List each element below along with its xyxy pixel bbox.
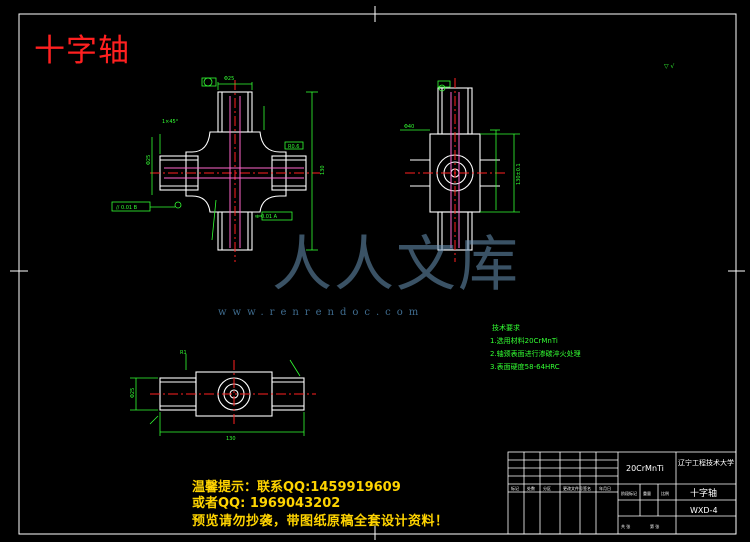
svg-text:年月日: 年月日 <box>599 485 611 491</box>
svg-text:R1: R1 <box>180 350 187 356</box>
svg-text:标记: 标记 <box>511 485 519 491</box>
svg-text:130: 130 <box>320 165 326 175</box>
svg-text:重量: 重量 <box>643 490 651 496</box>
svg-text:共 张: 共 张 <box>621 523 630 529</box>
svg-text:更改文件号: 更改文件号 <box>563 485 583 491</box>
front-view: Φ25 ⊥ 0.01 A // 0.01 B R0.6 1×45° Φ25 13… <box>111 76 326 262</box>
drawing-title: 十字轴 <box>34 33 130 69</box>
title-block-material: 20CrMnTi <box>626 464 664 473</box>
svg-text:签名: 签名 <box>583 485 591 491</box>
svg-text:分区: 分区 <box>543 485 551 491</box>
bottom-view: 130 Φ25 R1 <box>130 350 316 442</box>
svg-text:第 张: 第 张 <box>650 523 659 529</box>
svg-text:Φ25: Φ25 <box>130 388 136 398</box>
notice-line-3: 预览请勿抄袭，带图纸原稿全套设计资料！ <box>192 514 449 529</box>
title-block-school: 辽宁工程技术大学 <box>678 459 734 467</box>
technical-requirements: 技术要求 1.选用材料20CrMnTi 2.轴颈表面进行渗碳淬火处理 3.表面硬… <box>490 322 581 374</box>
watermark-brand: 人人文库 <box>272 230 520 300</box>
svg-text:⊥ 0.01 A: ⊥ 0.01 A <box>255 214 278 220</box>
svg-text:阶段标记: 阶段标记 <box>621 490 637 496</box>
svg-text:比例: 比例 <box>661 490 669 496</box>
tech-req-item: 3.表面硬度58-64HRC <box>490 363 560 371</box>
drawing-border <box>10 6 745 540</box>
svg-text:Φ25: Φ25 <box>146 155 152 165</box>
roughness-symbol: ▽ √ <box>664 63 675 70</box>
tech-req-item: 1.选用材料20CrMnTi <box>490 337 558 345</box>
title-block-drawing-no: WXD-4 <box>690 506 718 515</box>
notice-line-2: 或者QQ: 1969043202 <box>192 496 341 511</box>
side-view: Φ40 130±0.1 <box>400 78 522 262</box>
notice-line-1: 温馨提示：联系QQ:1459919609 <box>192 480 401 495</box>
watermark-url: www.renrendoc.com <box>218 307 425 318</box>
svg-text:Φ40: Φ40 <box>404 124 414 130</box>
title-block-part-name: 十字轴 <box>690 489 718 499</box>
svg-text:1×45°: 1×45° <box>162 119 179 125</box>
tech-req-item: 2.轴颈表面进行渗碳淬火处理 <box>490 350 581 358</box>
svg-text:// 0.01 B: // 0.01 B <box>116 205 138 211</box>
svg-text:130±0.1: 130±0.1 <box>516 163 522 185</box>
tech-req-heading: 技术要求 <box>492 324 520 332</box>
title-block <box>507 451 737 535</box>
svg-text:R0.6: R0.6 <box>288 144 299 150</box>
svg-text:130: 130 <box>226 436 236 442</box>
svg-text:处数: 处数 <box>527 485 535 491</box>
title-block-cells: 标记 处数 分区 更改文件号 签名 年月日 阶段标记 重量 比例 共 张 第 张 <box>511 485 669 529</box>
svg-text:Φ25: Φ25 <box>224 76 234 82</box>
